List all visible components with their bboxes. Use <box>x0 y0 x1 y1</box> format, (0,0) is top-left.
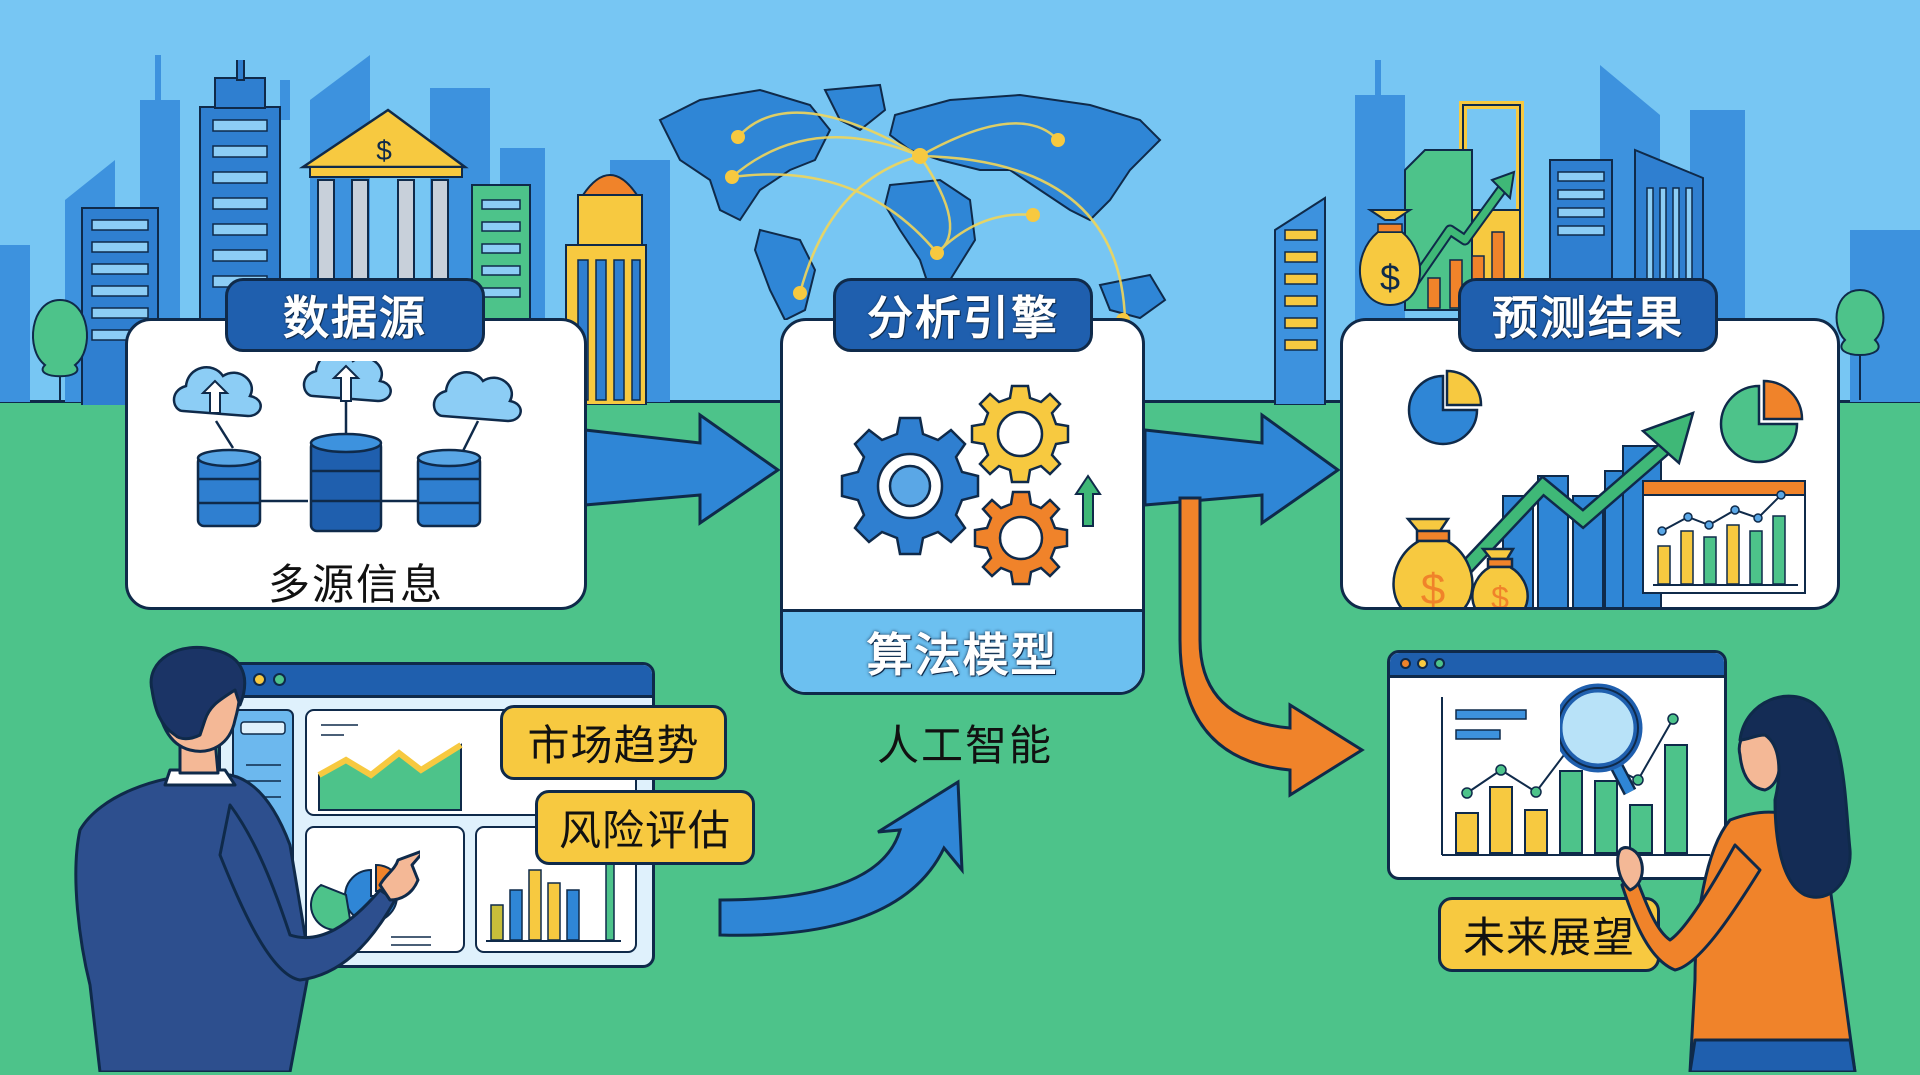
curved-arrow-icon <box>1178 496 1365 798</box>
businessman-figure <box>74 645 420 1072</box>
data-source-title: 数据源 <box>225 278 485 352</box>
arrow-right-icon <box>583 412 781 526</box>
data-source-card: 多源信息 <box>125 318 587 610</box>
prediction-result-card: $ $ <box>1340 318 1840 610</box>
money-bag-icon: $ <box>1358 209 1422 307</box>
analysis-engine-title: 分析引擎 <box>833 278 1093 352</box>
database-icon <box>196 432 482 533</box>
cloud-database-icon <box>172 361 522 533</box>
market-trend-tag: 市场趋势 <box>500 705 727 780</box>
svg-text:$: $ <box>1421 565 1445 610</box>
window-dot-icon <box>253 673 266 686</box>
gears-icon <box>840 384 1102 586</box>
tree-icon <box>1835 288 1885 400</box>
ai-caption: 人工智能 <box>876 721 1053 770</box>
future-outlook-tag: 未来展望 <box>1438 897 1660 972</box>
woman-figure <box>1560 683 1857 1072</box>
window-dot-icon <box>1434 658 1445 669</box>
magnifier-icon <box>1560 683 1643 796</box>
risk-assessment-tag: 风险评估 <box>535 790 755 865</box>
forecast-chart <box>1441 697 1710 856</box>
data-source-caption: 多源信息 <box>267 560 444 609</box>
forecast-dashboard-window <box>1387 650 1727 880</box>
mini-report-icon <box>1642 480 1806 594</box>
window-titlebar <box>1390 653 1724 678</box>
window-dot-icon <box>273 673 286 686</box>
algorithm-model-band: 算法模型 <box>783 609 1142 692</box>
growth-chart-icon: $ $ <box>1392 369 1806 610</box>
arrow-right-icon <box>1143 412 1341 526</box>
window-dot-icon <box>1400 658 1411 669</box>
tree-icon <box>32 298 88 400</box>
money-bag-icon: $ $ <box>1392 517 1529 610</box>
up-arrow-icon <box>1074 474 1102 527</box>
curved-arrow-icon <box>718 779 964 937</box>
world-map-network <box>658 83 1167 320</box>
prediction-result-title: 预测结果 <box>1458 278 1718 352</box>
svg-text:$: $ <box>1491 580 1509 610</box>
svg-text:$: $ <box>376 135 392 166</box>
analysis-engine-card: 算法模型 <box>780 318 1145 695</box>
svg-text:$: $ <box>1380 257 1400 298</box>
window-dot-icon <box>1417 658 1428 669</box>
